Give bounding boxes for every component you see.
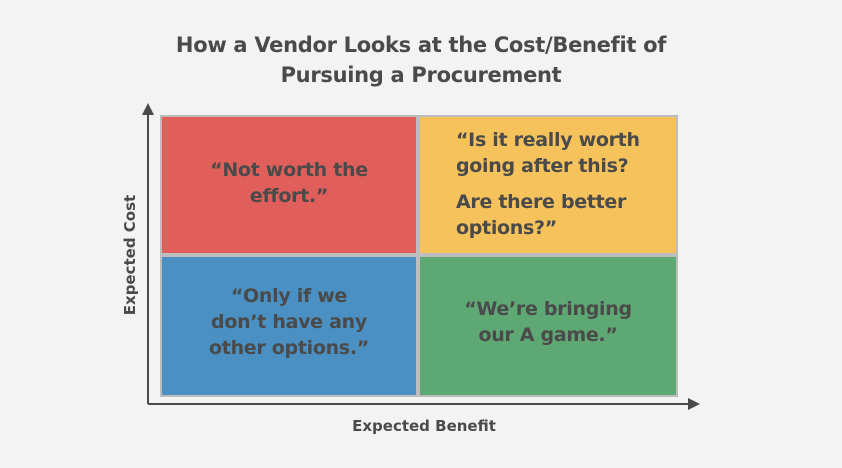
quadrant-text-line: going after this? (456, 155, 629, 177)
quadrant-text-line: our A game.” (478, 324, 618, 346)
title-line-1: How a Vendor Looks at the Cost/Benefit o… (175, 33, 667, 57)
quadrant-text-line: other options.” (209, 337, 369, 359)
quadrant-text-line: “Not worth the (210, 159, 368, 181)
quadrant-text-line: Are there better (456, 191, 627, 213)
quadrant-text-line: effort.” (249, 185, 329, 207)
y-axis-label: Expected Cost (121, 194, 139, 316)
x-axis-label: Expected Benefit (352, 417, 496, 435)
quadrant-low-cost-high-benefit: “We’re bringing our A game.” (418, 255, 678, 397)
y-axis-arrow-icon (142, 103, 154, 115)
x-axis-arrow-icon (688, 398, 700, 410)
quadrant-text-line: don’t have any (211, 311, 367, 333)
quadrant-text-line: “We’re bringing (464, 298, 632, 320)
quadrant-high-cost-high-benefit: “Is it really worth going after this? Ar… (418, 115, 678, 255)
title-line-2: Pursuing a Procurement (280, 63, 562, 87)
quadrant-text-line: options?” (456, 217, 557, 239)
quadrant-low-cost-low-benefit: “Only if we don’t have any other options… (160, 255, 418, 397)
quadrant-text-line: “Only if we (230, 285, 348, 307)
diagram-title: How a Vendor Looks at the Cost/Benefit o… (0, 30, 842, 90)
quadrant-high-cost-low-benefit: “Not worth the effort.” (160, 115, 418, 255)
quadrant-text-line: “Is it really worth (456, 129, 640, 151)
